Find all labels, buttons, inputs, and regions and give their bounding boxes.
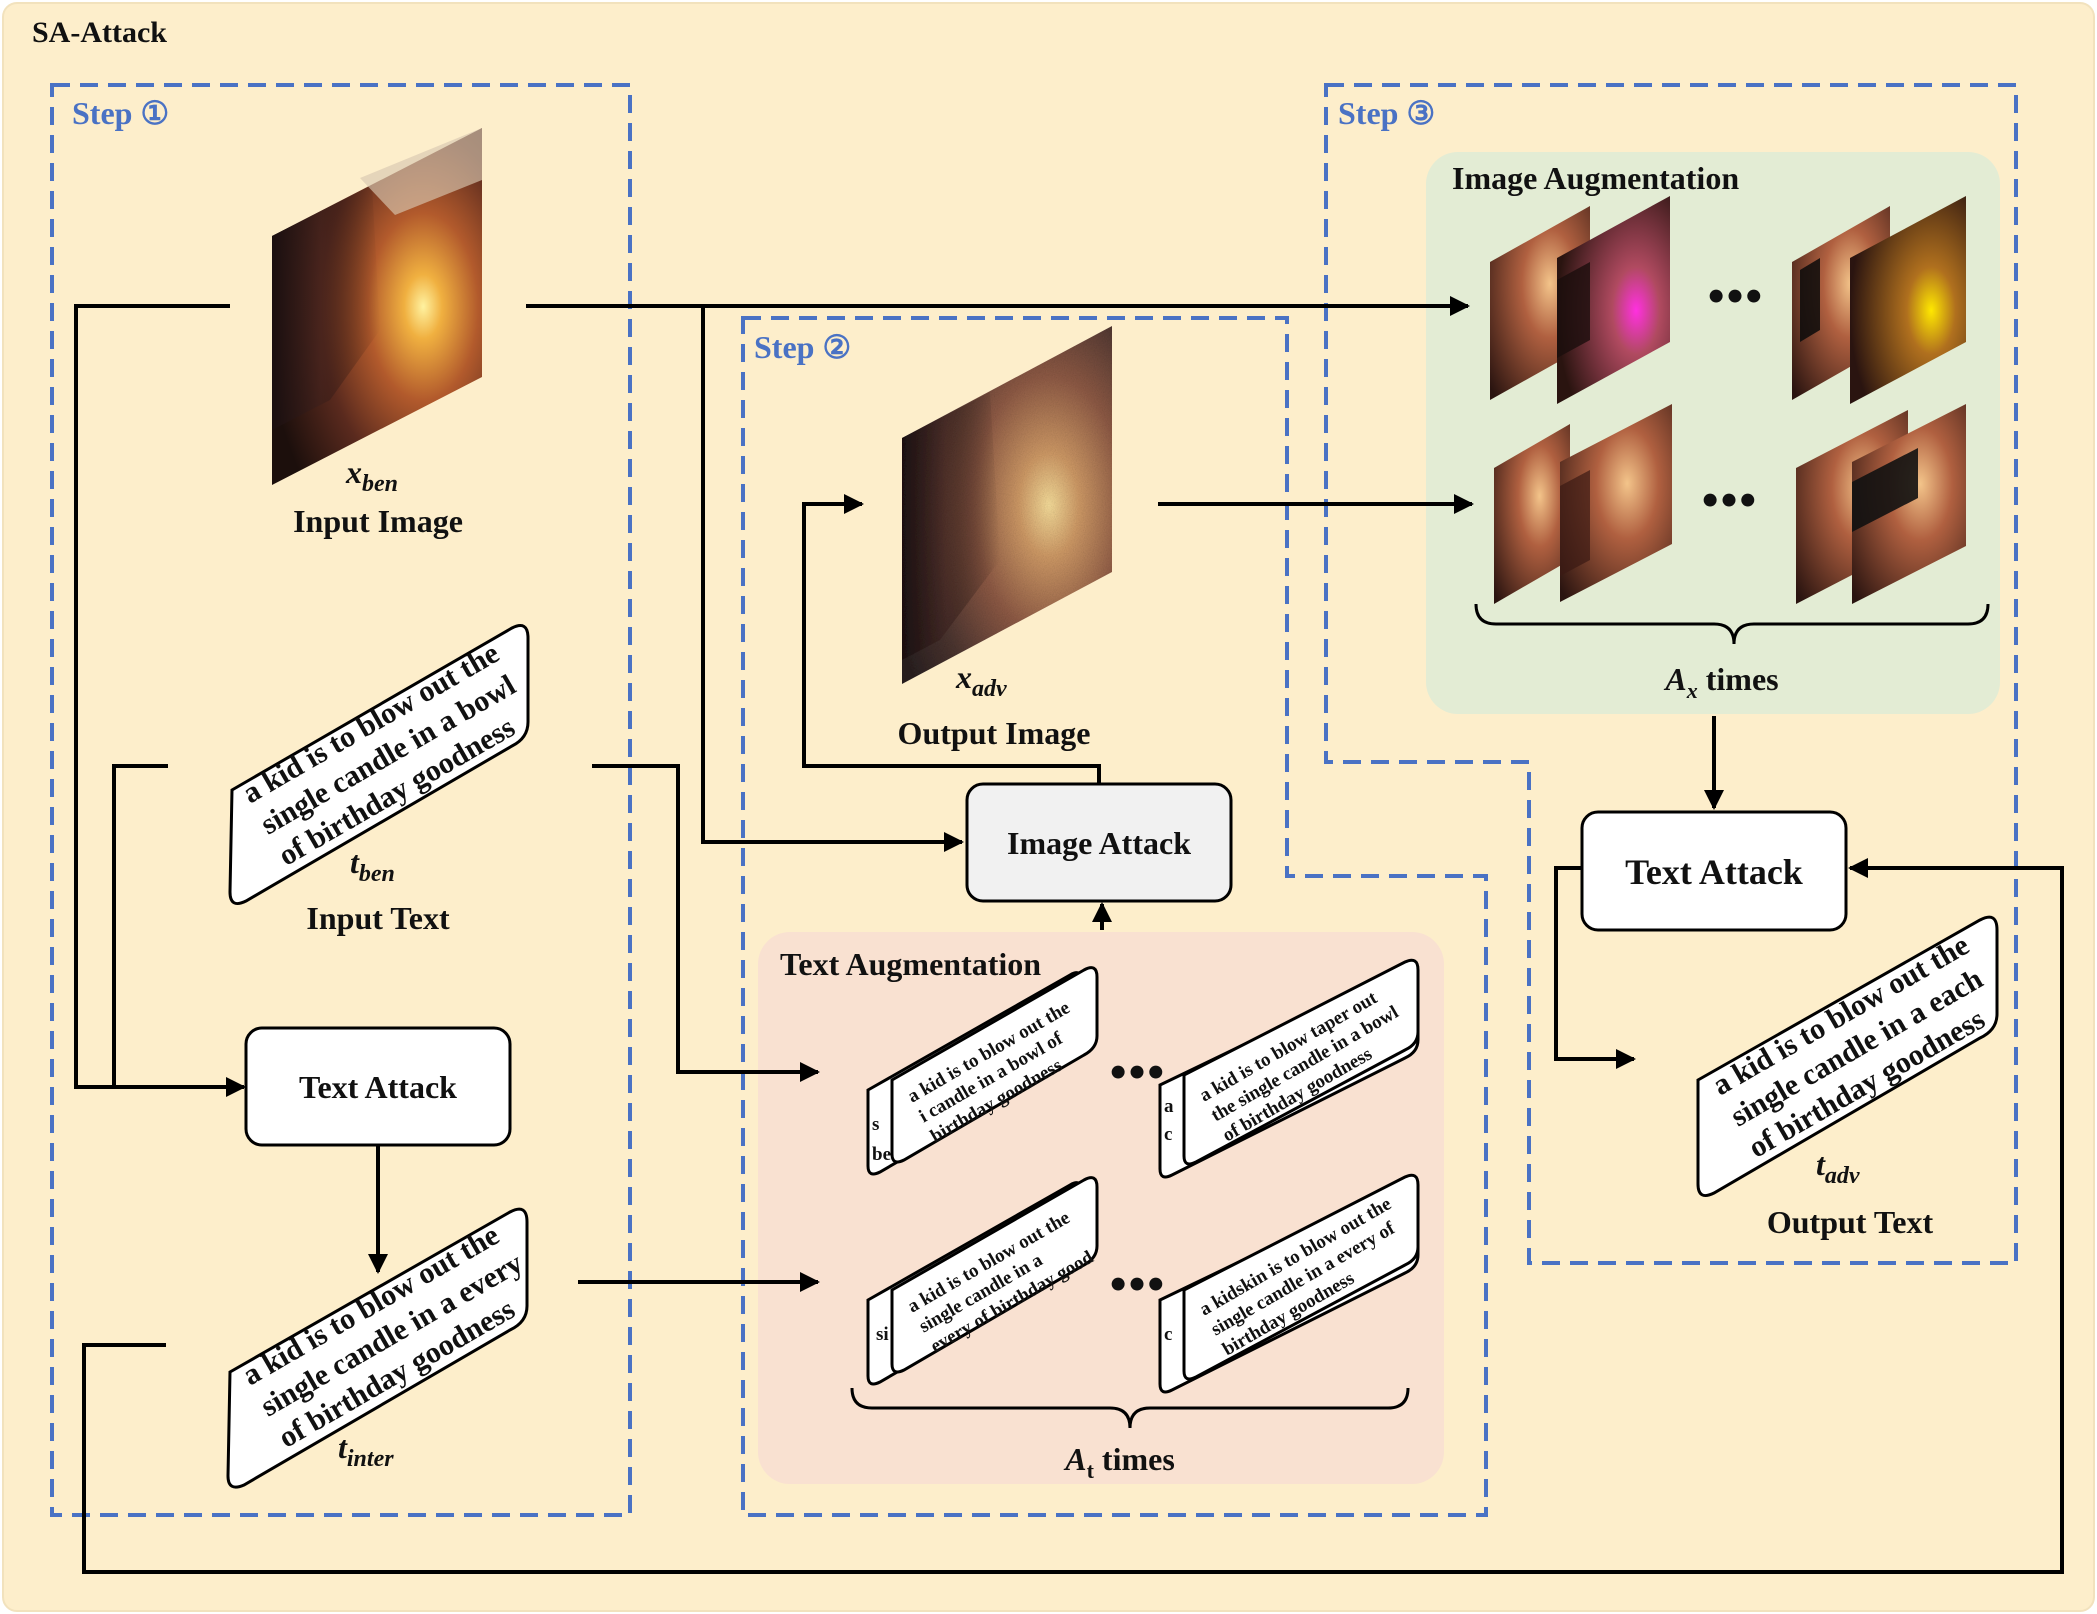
text-aug-count: At times (1063, 1441, 1175, 1483)
step1-label: Step ① (72, 95, 169, 131)
text-aug-dots-top: ••• (1110, 1046, 1166, 1099)
output-text-label: Output Text (1767, 1204, 1934, 1240)
input-image (272, 128, 482, 485)
text-attack-2-label: Text Attack (1625, 852, 1803, 892)
image-aug-thumb-2 (1792, 196, 1966, 404)
input-image-var: xben (345, 454, 398, 497)
image-aug-thumb-3 (1494, 404, 1672, 604)
svg-text:s: s (872, 1114, 879, 1135)
connector-feedback-loop (82, 858, 2064, 1574)
step2-label: Step ② (754, 329, 851, 365)
svg-text:a: a (1164, 1096, 1174, 1117)
svg-text:c: c (1164, 1324, 1172, 1345)
text-attack-1-box[interactable] (244, 1026, 512, 1147)
image-aug-count: Ax times (1663, 661, 1778, 703)
image-aug-dots-top: ••• (1708, 270, 1764, 323)
connector-textattack-to-output (1554, 866, 1636, 1069)
output-image-var: xadv (955, 659, 1007, 702)
svg-text:si: si (876, 1324, 889, 1345)
image-aug-dots-bottom: ••• (1702, 474, 1758, 527)
step3-label: Step ③ (1338, 95, 1435, 131)
input-image-label: Input Image (293, 503, 463, 539)
output-image (902, 326, 1112, 684)
connector-imageattack-to-outimage (802, 494, 1101, 784)
svg-text:c: c (1164, 1124, 1172, 1145)
output-image-label: Output Image (898, 715, 1091, 751)
step1-region (50, 83, 632, 1517)
image-aug-thumb-1 (1490, 196, 1670, 404)
text-augmentation-title: Text Augmentation (780, 946, 1041, 982)
image-aug-thumb-4 (1796, 404, 1966, 604)
diagram-title: SA-Attack (32, 16, 167, 49)
text-attack-1-label: Text Attack (299, 1069, 457, 1105)
step2-region (741, 316, 1488, 1517)
connector-image-to-imageattack (701, 306, 964, 852)
input-text-var: tben (350, 844, 395, 887)
text-aug-dots-bottom: ••• (1110, 1258, 1166, 1311)
connector-image-to-textattack (74, 304, 246, 1097)
inter-text-var: tinter (338, 1429, 394, 1472)
image-attack-label: Image Attack (1007, 825, 1191, 861)
connector-text-to-textaug (592, 764, 820, 1082)
image-aug-brace (1474, 603, 1990, 645)
svg-text:be: be (872, 1144, 891, 1165)
output-text-var: tadv (1816, 1146, 1860, 1189)
text-attack-2-box[interactable] (1580, 810, 1848, 932)
input-text-label: Input Text (306, 900, 450, 936)
text-aug-brace (850, 1387, 1410, 1429)
step3-region (1324, 83, 2018, 1265)
connector-text-to-textattack (112, 764, 168, 1087)
image-augmentation-title: Image Augmentation (1452, 160, 1739, 196)
